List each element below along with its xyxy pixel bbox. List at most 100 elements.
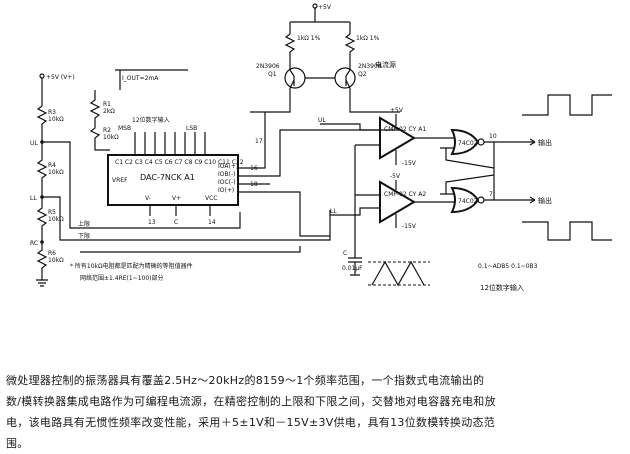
r4-label: R4 [48, 162, 56, 169]
caption-line-2: 数/模转换器集成电路作为可编程电流源，在精密控制的上限和下限之间，交替地对电容器… [6, 395, 496, 408]
ul-mid-label: UL [318, 117, 326, 124]
gate-inputs [440, 137, 454, 203]
resistor-q1-value: 1kΩ 1% [297, 35, 321, 42]
bus-top-label: 12位数字输入 [132, 116, 170, 124]
dac-output-wires [238, 112, 400, 237]
dac-vminus: V- [145, 195, 151, 202]
dac-part: DAC-7NCK A1 [140, 173, 195, 182]
current-mirror-label: 电流源 [375, 60, 396, 69]
rc-left-label: RC [30, 240, 38, 247]
cap-value: 0.01µF [342, 265, 363, 272]
lower-limit-bus-label: 下限 [78, 232, 90, 240]
data-bus-lines [134, 132, 206, 155]
resistor-r5 [36, 197, 48, 242]
triangle-waveform [371, 260, 425, 287]
caption: 微处理器控制的振荡器具有覆盖2.5Hz～20kHz的8159～1个频率范围，一个… [6, 370, 624, 454]
dac-box [107, 154, 239, 206]
cmp2-part: CMP-02 CY A2 [384, 191, 426, 198]
ll-left-label: LL [30, 195, 37, 202]
caption-line-1: 微处理器控制的振荡器具有覆盖2.5Hz～20kHz的8159～1个频率范围，一个… [6, 374, 485, 387]
pin-16: 16 [250, 165, 258, 172]
lsb-label: LSB [186, 125, 197, 132]
ll-mid-label: LL [330, 208, 337, 215]
nor-lower-part: 74C02 [458, 198, 478, 205]
current-source-outputs [250, 88, 400, 113]
dac-ioc: IOC(-) [218, 179, 236, 186]
dac-pin-row: C1 C2 C3 C4 C5 C6 C7 C8 C9 C10 C11 C12 [115, 159, 244, 166]
square-wave-upper [522, 94, 612, 116]
top-supply-terminal [312, 3, 318, 9]
transistor-q1 [284, 67, 306, 89]
output-arrow-upper [500, 138, 536, 146]
cmp2-minus15: -15V [402, 223, 417, 230]
resistor-q2-emitter [344, 33, 356, 70]
ul-left-label: UL [30, 140, 38, 147]
resistor-r3 [36, 105, 48, 142]
r6-value: 10kΩ [48, 257, 64, 264]
resistor-q2-value: 1kΩ 1% [356, 35, 380, 42]
comparator-a2 [379, 180, 416, 224]
iout-label: I_OUT=2mA [122, 75, 159, 82]
dac-bottom-pins [149, 205, 211, 216]
cmp1-supply: +5V [390, 107, 404, 114]
left-supply-label: +5V (V+) [46, 74, 75, 81]
oscillator-schematic: +5V 1kΩ 1% 1kΩ 1% 2N3906 Q1 2N3904 Q2 电流… [30, 3, 612, 292]
transistor-q2 [334, 67, 356, 89]
top-supply-wire [289, 8, 351, 34]
ul-to-cmp1 [320, 123, 380, 131]
q1-part: 2N3906 [256, 63, 280, 70]
pin-14: 14 [208, 219, 216, 226]
pin-7: 7 [489, 191, 493, 198]
r6-label: R6 [48, 250, 56, 257]
cmp1-minus15: -15V [402, 160, 417, 167]
iout-bracket [115, 69, 188, 90]
r5-label: R5 [48, 209, 56, 216]
caption-line-4: 围。 [6, 437, 29, 450]
pin-10: 10 [489, 133, 497, 140]
dac-iob: IOB(-) [218, 171, 235, 178]
dac-vref: VREF [112, 177, 128, 184]
resistor-q1-emitter [284, 33, 296, 70]
left-supply-terminal [39, 73, 45, 79]
q2-part: 2N3904 [358, 63, 382, 70]
rc-bus [80, 246, 301, 253]
output-arrow-lower [500, 196, 536, 204]
output-label-lower: 输出 [538, 196, 552, 205]
resistor-r6 [36, 242, 48, 280]
output-label-upper: 输出 [538, 138, 552, 147]
nor-gate-lower [450, 186, 480, 214]
ul-bus [42, 141, 241, 229]
r4-value: 10kΩ [48, 169, 64, 176]
pin-18: 18 [250, 181, 258, 188]
dac-io-out: IO(+) [218, 187, 234, 194]
q2-leads [345, 69, 351, 89]
bottom-right-note: 12位数字输入 [480, 283, 524, 292]
pin-13: 13 [148, 219, 156, 226]
cap-label: C [343, 250, 347, 257]
note-line-2: 网络范围±1.4RE(1~100)部分 [80, 274, 164, 282]
q1-leads [289, 69, 295, 89]
r2-label: R2 [103, 127, 111, 134]
ladder-ground [36, 279, 48, 287]
cap-node-to-comparators [354, 144, 380, 245]
r2-value: 10kΩ [103, 134, 119, 141]
square-wave-lower [522, 221, 612, 241]
triangle-limit-lines [368, 261, 430, 286]
ll-to-cmp2 [330, 207, 380, 216]
dac-ioa: IOA(+) [218, 163, 238, 170]
top-supply-label: +5V [318, 4, 332, 11]
resistors-r1-r2 [89, 90, 110, 151]
caption-line-3: 电，该电路具有无惯性频率改变性能，采用＋5±1V和－15V±3V供电，具有13位… [6, 416, 496, 429]
dac-vcc: VCC [205, 195, 217, 202]
r1-label: R1 [103, 101, 111, 108]
resistor-r4 [36, 142, 48, 197]
msb-label: MSB [118, 125, 131, 132]
capacitor-c [348, 245, 362, 276]
cmp2-supply: -5V [390, 173, 401, 180]
upper-limit-bus-label: 上限 [78, 220, 90, 228]
r3-value: 10kΩ [48, 116, 64, 123]
r5-value: 10kΩ [48, 216, 64, 223]
q2-name: Q2 [358, 71, 367, 78]
nor-upper-part: 74C02 [458, 140, 478, 147]
nor-gate-upper [450, 128, 480, 156]
